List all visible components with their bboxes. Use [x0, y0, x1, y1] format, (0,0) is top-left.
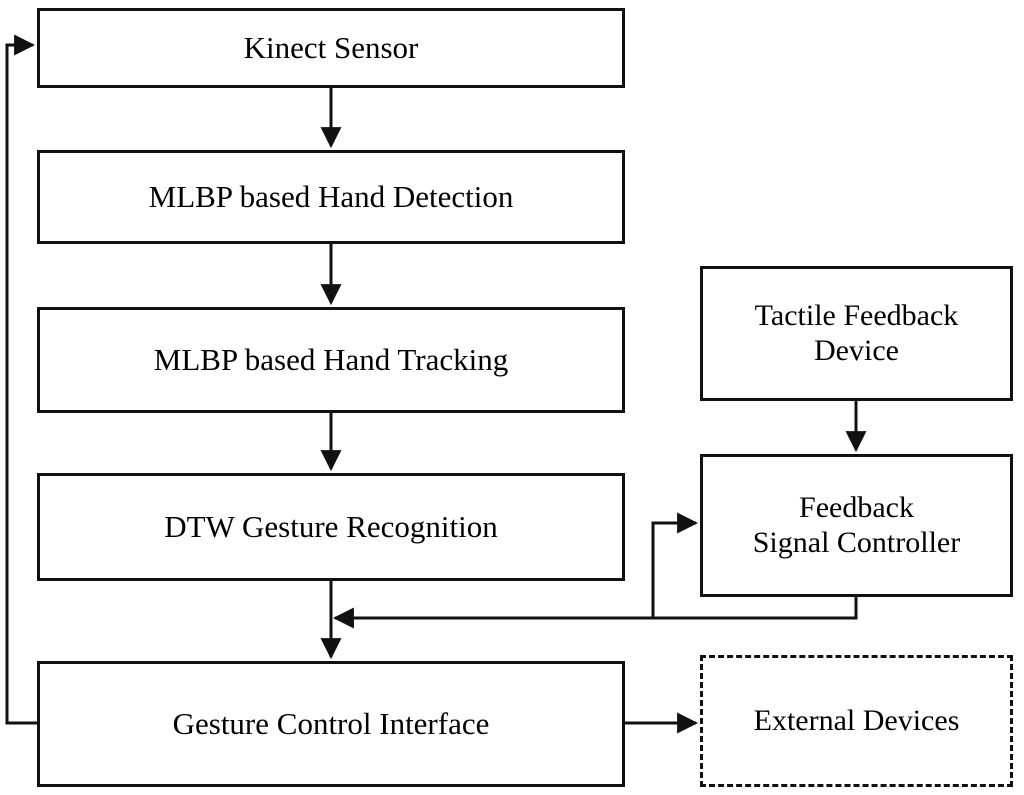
node-label: Feedback Signal Controller	[752, 490, 961, 559]
edge-gesture-control-feedback-to-kinect	[5, 34, 37, 725]
node-mlbp-hand-tracking[interactable]: MLBP based Hand Tracking	[37, 307, 625, 413]
node-label: DTW Gesture Recognition	[164, 509, 498, 545]
node-external-devices[interactable]: External Devices	[700, 655, 1013, 787]
node-gesture-control-interface[interactable]: Gesture Control Interface	[37, 661, 625, 787]
node-label: Kinect Sensor	[243, 30, 419, 66]
node-label: Gesture Control Interface	[172, 706, 490, 742]
edge-feedback-controller-to-spine	[332, 597, 858, 629]
node-feedback-signal-controller[interactable]: Feedback Signal Controller	[700, 454, 1013, 597]
node-label: External Devices	[753, 703, 960, 737]
node-label: MLBP based Hand Detection	[148, 179, 514, 215]
node-kinect-sensor[interactable]: Kinect Sensor	[37, 8, 625, 88]
edge-dtw-to-feedback-controller	[625, 512, 699, 620]
node-mlbp-hand-detection[interactable]: MLBP based Hand Detection	[37, 150, 625, 244]
node-label: Tactile Feedback Device	[754, 298, 959, 367]
node-label: MLBP based Hand Tracking	[153, 342, 509, 378]
node-dtw-gesture-recognition[interactable]: DTW Gesture Recognition	[37, 473, 625, 581]
node-tactile-feedback-device[interactable]: Tactile Feedback Device	[700, 266, 1013, 401]
